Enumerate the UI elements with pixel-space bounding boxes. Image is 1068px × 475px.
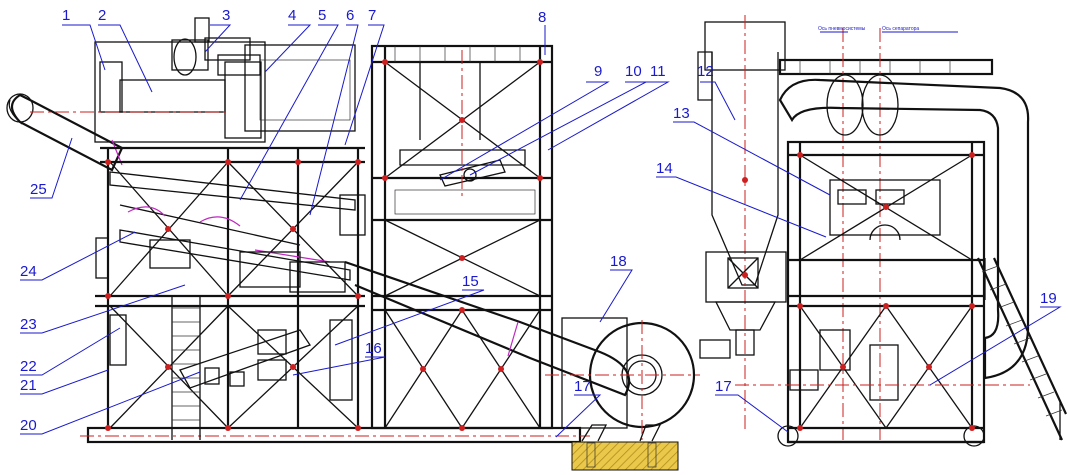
callout-13: 13 bbox=[673, 105, 690, 122]
callout-20: 20 bbox=[20, 417, 37, 434]
callout-numbers: 1 2 3 4 5 6 7 8 9 10 11 12 13 14 15 16 1… bbox=[20, 7, 1057, 434]
callout-14: 14 bbox=[656, 160, 673, 177]
callout-6: 6 bbox=[346, 7, 354, 24]
callout-2: 2 bbox=[98, 7, 106, 24]
callout-17b: 17 bbox=[715, 378, 732, 395]
callout-23: 23 bbox=[20, 316, 37, 333]
foundation bbox=[571, 441, 679, 471]
callout-9: 9 bbox=[594, 63, 602, 80]
callout-18: 18 bbox=[610, 253, 627, 270]
callout-1: 1 bbox=[62, 7, 70, 24]
callout-7: 7 bbox=[368, 7, 376, 24]
callout-17a: 17 bbox=[574, 378, 591, 395]
callout-22: 22 bbox=[20, 358, 37, 375]
callout-24: 24 bbox=[20, 263, 37, 280]
front-view: Ось пневмосистемы Ось сепаратора bbox=[697, 15, 1067, 447]
callout-19: 19 bbox=[1040, 290, 1057, 307]
callout-8: 8 bbox=[538, 9, 546, 26]
callout-10: 10 bbox=[625, 63, 642, 80]
axis-label-pneumatic: Ось пневмосистемы bbox=[818, 26, 866, 32]
callout-12: 12 bbox=[697, 63, 714, 80]
axis-label-separator: Ось сепаратора bbox=[882, 26, 919, 32]
callout-5: 5 bbox=[318, 7, 326, 24]
callout-11: 11 bbox=[650, 63, 666, 80]
callout-21: 21 bbox=[20, 377, 37, 394]
connection-points bbox=[105, 59, 975, 431]
callout-16: 16 bbox=[365, 340, 382, 357]
callout-25: 25 bbox=[30, 181, 47, 198]
callout-leaders bbox=[20, 24, 1062, 438]
side-view bbox=[6, 17, 700, 471]
callout-15: 15 bbox=[462, 273, 479, 290]
callout-4: 4 bbox=[288, 7, 296, 24]
callout-3: 3 bbox=[222, 7, 230, 24]
